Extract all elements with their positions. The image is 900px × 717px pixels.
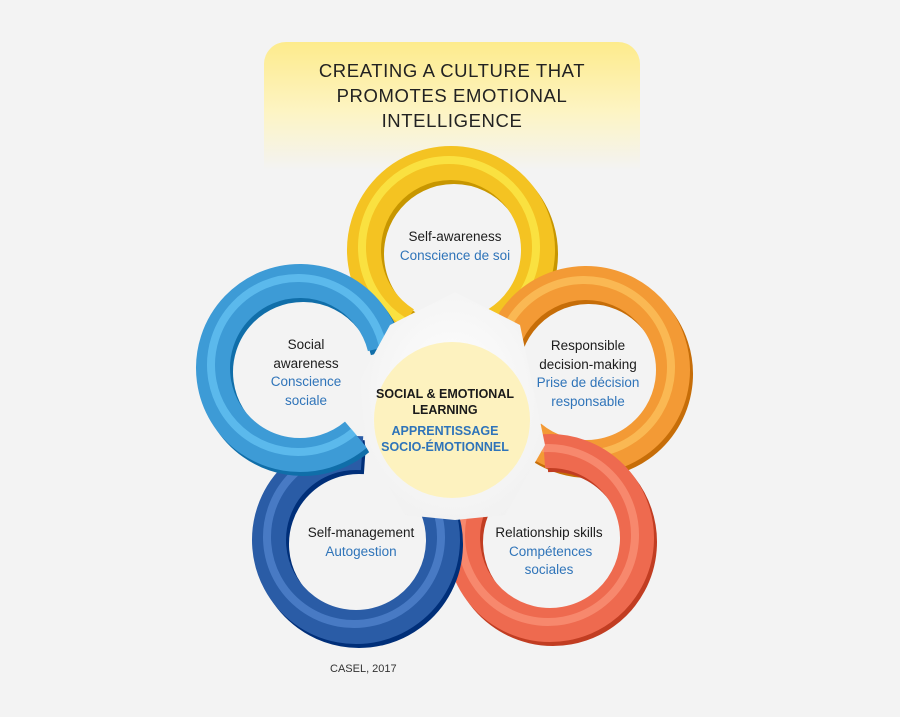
label-self-management: Self-management Autogestion	[296, 524, 426, 561]
petal-ring-group	[196, 146, 693, 648]
relationship-skills-english: Relationship skills	[495, 525, 603, 540]
label-social-awareness: Social awareness Conscience sociale	[266, 336, 346, 410]
label-self-awareness: Self-awareness Conscience de soi	[380, 228, 530, 265]
label-relationship-skills: Relationship skills Compétences sociales	[484, 524, 614, 580]
label-responsible-decision-making: Responsible decision-making Prise de déc…	[533, 337, 643, 411]
petal-social-awareness-highlight	[207, 274, 387, 456]
petal-self-awareness-highlight	[358, 156, 540, 325]
petal-relationship-skills-highlight	[457, 444, 639, 626]
petal-relationship-skills	[446, 434, 657, 646]
source-credit: CASEL, 2017	[330, 663, 397, 675]
self-awareness-french: Conscience de soi	[399, 247, 511, 263]
center-label-french: APPRENTISSAGE SOCIO-ÉMOTIONNEL	[381, 424, 509, 454]
social-awareness-english: Social awareness	[273, 337, 339, 371]
diagram-title: CREATING A CULTURE THAT PROMOTES EMOTION…	[264, 58, 640, 133]
title-line-2: PROMOTES EMOTIONAL INTELLIGENCE	[336, 85, 568, 131]
center-label: SOCIAL & EMOTIONAL LEARNING APPRENTISSAG…	[370, 386, 520, 455]
decision-making-french: Prise de décision responsable	[536, 375, 640, 409]
petal-social-awareness	[196, 264, 404, 476]
social-awareness-french: Conscience sociale	[270, 374, 342, 408]
center-label-english: SOCIAL & EMOTIONAL LEARNING	[376, 387, 514, 417]
decision-making-english: Responsible decision-making	[539, 338, 637, 372]
self-awareness-english: Self-awareness	[408, 229, 502, 244]
center-circle	[374, 342, 530, 498]
title-line-1: CREATING A CULTURE THAT	[318, 60, 586, 81]
self-management-english: Self-management	[307, 525, 415, 540]
self-management-french: Autogestion	[325, 543, 397, 559]
petal-self-awareness	[347, 146, 558, 343]
relationship-skills-french: Compétences sociales	[509, 543, 593, 578]
